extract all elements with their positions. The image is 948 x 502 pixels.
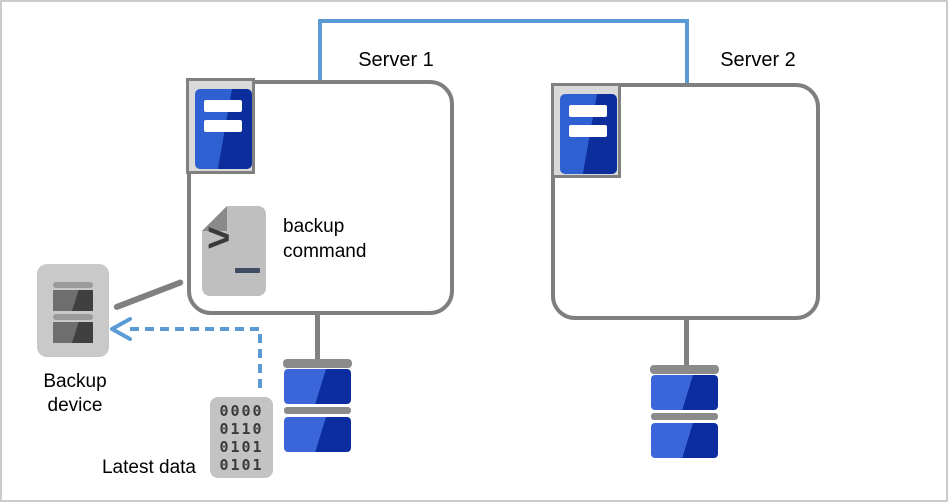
device-connection-line: [112, 278, 185, 311]
disk-cap-icon: [650, 365, 719, 374]
disk-unit-icon: [651, 423, 718, 458]
disk-unit-icon: [651, 375, 718, 410]
server1-label: Server 1: [358, 49, 434, 71]
binary-row: 0101: [219, 438, 264, 456]
server-tower-icon: [195, 89, 252, 169]
network-link-vertical-right: [685, 19, 689, 83]
server2-icon: [551, 83, 621, 178]
server1-icon: [186, 78, 255, 174]
server1-disk-connector: [315, 313, 320, 359]
device-drive-module: [53, 322, 93, 343]
server-tower-icon: [560, 94, 617, 174]
server2-label: Server 2: [720, 49, 796, 71]
data-flow-arrow: [110, 317, 262, 391]
server2-disk-connector: [684, 318, 689, 365]
backup-command-label: backup command: [283, 216, 367, 262]
backup-command-icon: >: [202, 206, 266, 296]
disk-unit-icon: [284, 417, 351, 452]
server-slot-bar: [204, 120, 242, 132]
network-link-vertical-left: [318, 19, 322, 80]
network-link-horizontal: [318, 19, 689, 23]
latest-data-label: Latest data: [101, 457, 196, 478]
terminal-cursor-icon: [235, 268, 260, 273]
server-slot-bar: [569, 105, 607, 117]
terminal-prompt-icon: >: [207, 216, 231, 260]
backup-device-icon: [37, 264, 109, 357]
binary-row: 0110: [219, 420, 264, 438]
disk-cap-icon: [283, 359, 352, 368]
device-drive-module: [53, 290, 93, 311]
device-slot-bar: [53, 314, 93, 320]
disk-unit-icon: [284, 369, 351, 404]
binary-data-icon: 0000 0110 0101 0101: [210, 397, 273, 478]
server-slot-bar: [569, 125, 607, 137]
disk-divider: [284, 407, 351, 414]
server-slot-bar: [204, 100, 242, 112]
binary-row: 0101: [219, 456, 264, 474]
device-slot-bar: [53, 282, 93, 288]
binary-row: 0000: [219, 402, 264, 420]
backup-device-label: Backup device: [43, 371, 107, 416]
disk-divider: [651, 413, 718, 420]
